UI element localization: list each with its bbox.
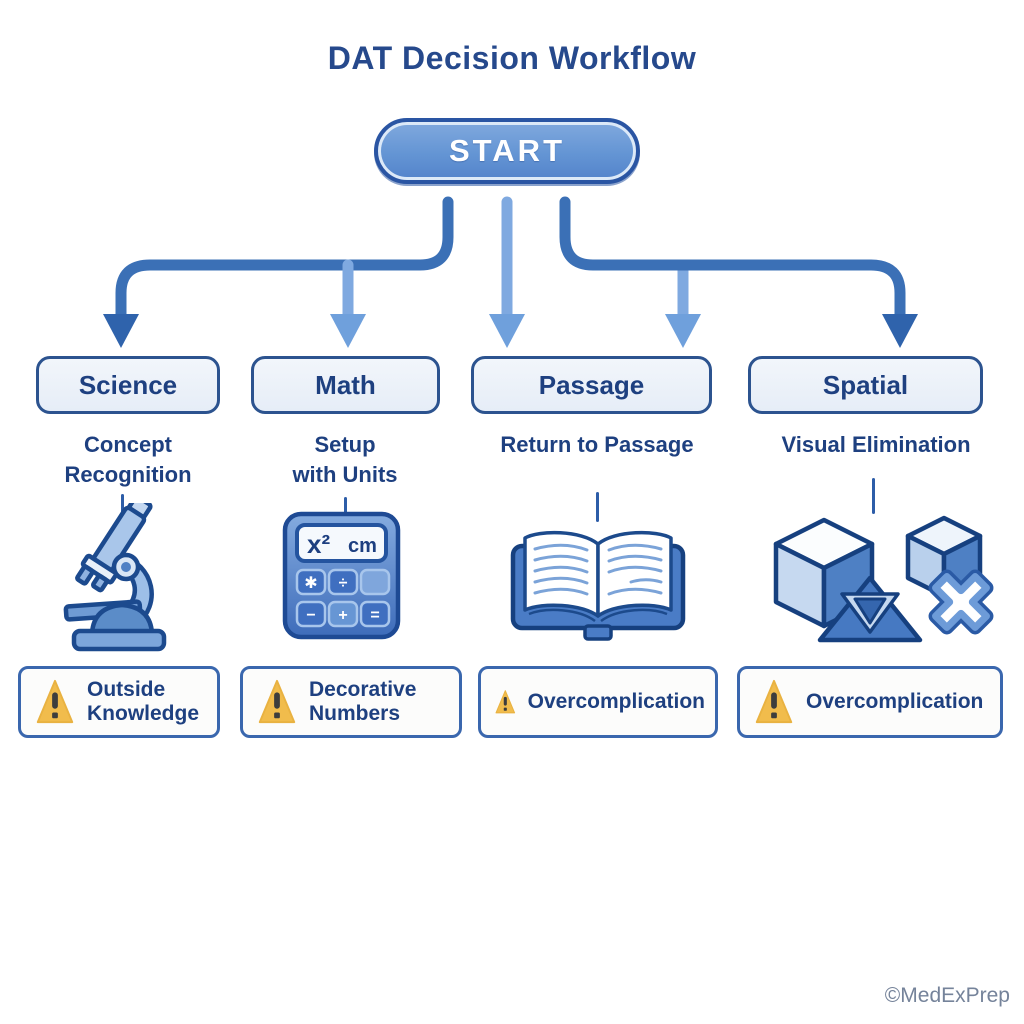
connector-to-spatial <box>559 196 906 322</box>
arrowhead-spatial-icon <box>882 314 918 348</box>
strategy-passage: Return to Passage <box>500 432 694 457</box>
strategy-math: Setup with Units <box>292 432 398 487</box>
arrowhead-math-icon <box>330 314 366 348</box>
tick-math <box>344 497 347 523</box>
category-label-math: Math <box>315 369 376 400</box>
page-title: DAT Decision Workflow <box>327 40 697 76</box>
cubes-x-icon <box>773 515 994 643</box>
arrowhead-science-icon <box>103 314 139 348</box>
strategy-science: Concept Recognition <box>64 432 192 487</box>
warning-triangle-icon <box>495 690 516 714</box>
category-box-spatial[interactable]: Spatial <box>748 356 983 414</box>
calculator-display-expression: x² <box>307 529 330 559</box>
category-label-science: Science <box>78 369 178 400</box>
calc-key-equals: = <box>370 607 379 624</box>
calculator-icon: x² cm ✱ ÷ − + = <box>282 511 401 640</box>
calc-key-minus: − <box>306 607 315 624</box>
warning-text-science: Outside Knowledge <box>87 677 200 725</box>
calculator-display-unit: cm <box>348 535 377 557</box>
arrowhead-passage-right-icon <box>665 314 701 348</box>
category-box-science[interactable]: Science <box>36 356 220 414</box>
tick-passage <box>596 492 599 522</box>
warning-text-math: Decorative Numbers <box>309 677 417 725</box>
category-box-passage[interactable]: Passage <box>471 356 712 414</box>
warning-box-passage: Overcomplication <box>478 666 718 738</box>
microscope-icon <box>63 503 167 652</box>
warning-box-spatial: Overcomplication <box>737 666 1003 738</box>
start-label: START <box>448 133 566 168</box>
warning-text-spatial: Overcomplication <box>806 689 984 713</box>
warning-triangle-icon <box>755 679 793 724</box>
start-button-face: START <box>381 125 633 177</box>
warning-box-math: Decorative Numbers <box>240 666 462 738</box>
tick-science <box>121 494 124 516</box>
strategy-spatial: Visual Elimination <box>781 432 971 457</box>
connector-to-science <box>115 196 454 322</box>
warning-triangle-icon <box>36 679 74 724</box>
flow-connectors <box>103 196 918 348</box>
open-book-icon <box>510 530 686 641</box>
start-button[interactable]: START <box>374 118 640 184</box>
category-label-passage: Passage <box>538 369 645 400</box>
warning-box-science: Outside Knowledge <box>18 666 220 738</box>
calc-key-divide: ÷ <box>339 575 348 592</box>
category-box-math[interactable]: Math <box>251 356 440 414</box>
warning-text-passage: Overcomplication <box>527 689 705 713</box>
category-label-spatial: Spatial <box>822 369 909 400</box>
tick-spatial <box>872 478 875 514</box>
warning-triangle-icon <box>258 679 296 724</box>
calc-key-plus: + <box>338 607 347 624</box>
watermark: ©MedExPrep <box>884 984 1010 1007</box>
arrowhead-passage-icon <box>489 314 525 348</box>
calc-key-multiply: ✱ <box>304 575 317 592</box>
